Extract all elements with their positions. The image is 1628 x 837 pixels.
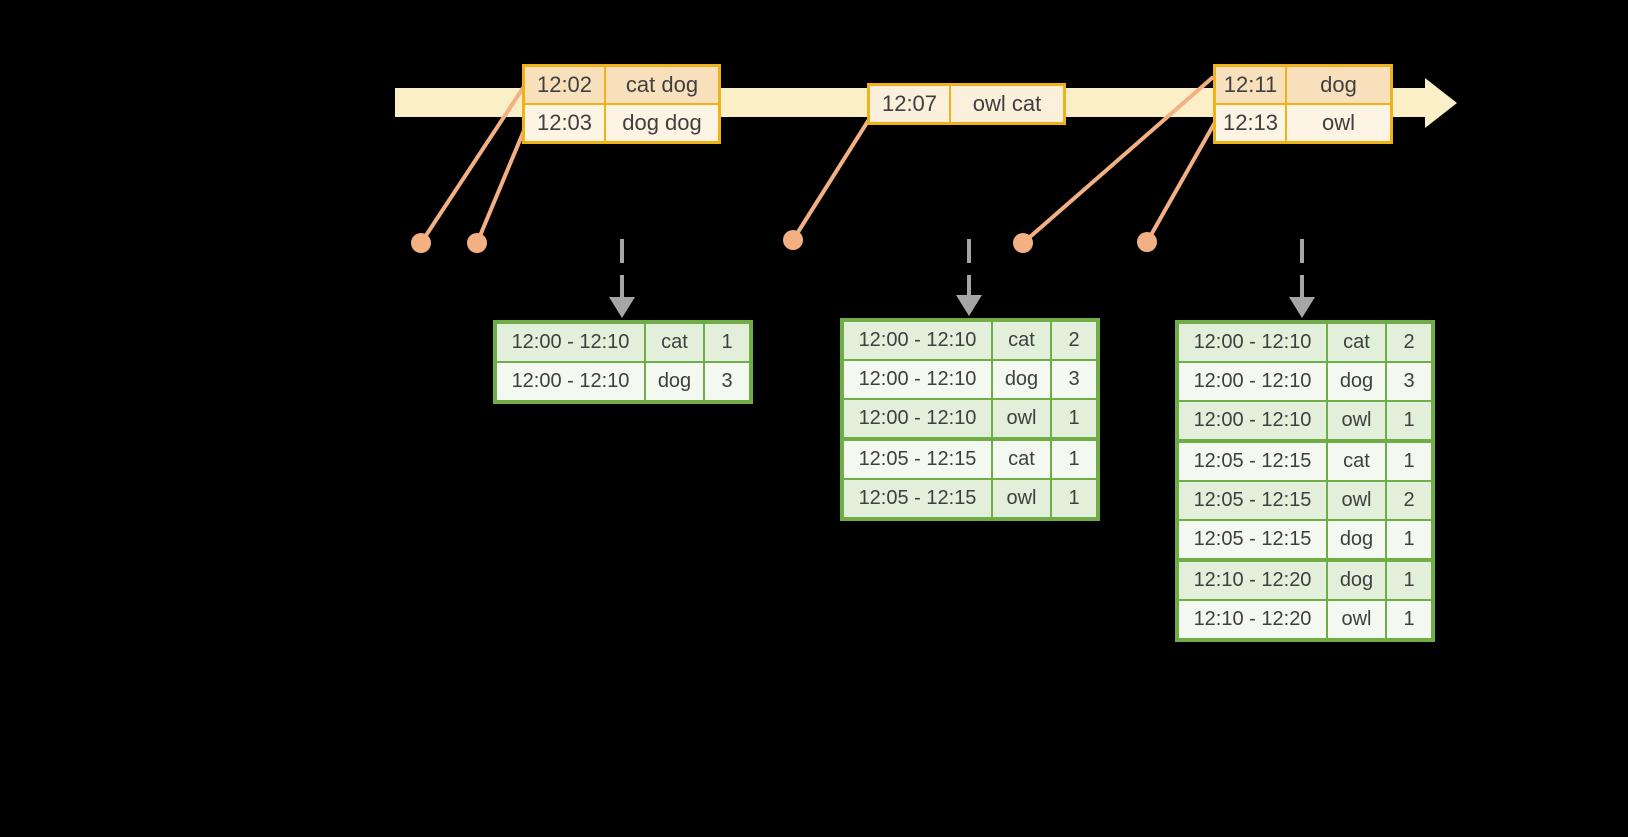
word-cell: owl <box>1326 400 1387 442</box>
count-cell: 1 <box>1385 400 1434 442</box>
event-words: owl cat <box>949 83 1066 125</box>
window-cell: 12:10 - 12:20 <box>1176 558 1328 601</box>
word-cell: dog <box>1326 519 1387 561</box>
event-time: 12:02 <box>522 64 606 105</box>
event-row: 12:02 cat dog <box>522 64 721 105</box>
word-cell: dog <box>1326 558 1387 601</box>
event-words: owl <box>1285 103 1393 144</box>
window-cell: 12:00 - 12:10 <box>1176 361 1328 402</box>
count-cell: 2 <box>1385 321 1434 363</box>
window-cell: 12:00 - 12:10 <box>1176 321 1328 363</box>
window-cell: 12:00 - 12:10 <box>494 321 646 363</box>
result-row: 12:00 - 12:10 owl 1 <box>1176 400 1434 442</box>
timeline-arrowhead <box>1425 78 1457 128</box>
event-time: 12:13 <box>1213 103 1287 144</box>
result-row: 12:00 - 12:10 cat 1 <box>494 321 752 363</box>
count-cell: 2 <box>1385 480 1434 521</box>
word-cell: cat <box>1326 321 1387 363</box>
connector-line <box>1145 122 1216 244</box>
count-cell: 3 <box>1050 359 1099 400</box>
word-cell: dog <box>991 359 1052 400</box>
event-row: 12:07 owl cat <box>867 83 1066 125</box>
event-time: 12:07 <box>867 83 951 125</box>
trigger-arrow <box>956 239 982 316</box>
event-words: dog <box>1285 64 1393 105</box>
trigger-arrowhead <box>956 295 982 316</box>
event-time: 12:11 <box>1213 64 1287 105</box>
event-dot <box>467 233 487 253</box>
result-row: 12:00 - 12:10 cat 2 <box>841 319 1099 361</box>
word-cell: owl <box>991 398 1052 440</box>
window-cell: 12:10 - 12:20 <box>1176 599 1328 641</box>
window-cell: 12:00 - 12:10 <box>494 361 646 403</box>
result-row: 12:00 - 12:10 dog 3 <box>1176 361 1434 402</box>
result-table-3: 12:00 - 12:10 cat 2 12:00 - 12:10 dog 3 … <box>1175 320 1435 642</box>
word-cell: dog <box>644 361 705 403</box>
trigger-arrow <box>1289 239 1315 318</box>
count-cell: 1 <box>1385 439 1434 482</box>
word-cell: owl <box>1326 599 1387 641</box>
connector-line <box>475 126 527 245</box>
result-row: 12:05 - 12:15 owl 1 <box>841 478 1099 520</box>
count-cell: 1 <box>1385 558 1434 601</box>
count-cell: 3 <box>703 361 752 403</box>
result-row: 12:10 - 12:20 owl 1 <box>1176 599 1434 641</box>
result-row: 12:05 - 12:15 owl 2 <box>1176 480 1434 521</box>
event-box-3: 12:11 dog 12:13 owl <box>1213 64 1393 144</box>
event-dot <box>1013 233 1033 253</box>
trigger-arrow <box>609 239 635 318</box>
result-table-2: 12:00 - 12:10 cat 2 12:00 - 12:10 dog 3 … <box>840 318 1100 521</box>
word-cell: cat <box>644 321 705 363</box>
word-cell: owl <box>1326 480 1387 521</box>
trigger-arrowhead <box>609 297 635 318</box>
event-row: 12:13 owl <box>1213 103 1393 144</box>
word-cell: cat <box>991 437 1052 480</box>
window-cell: 12:00 - 12:10 <box>841 319 993 361</box>
result-row: 12:10 - 12:20 dog 1 <box>1176 558 1434 601</box>
result-row: 12:00 - 12:10 owl 1 <box>841 398 1099 440</box>
result-row: 12:05 - 12:15 dog 1 <box>1176 519 1434 561</box>
event-row: 12:11 dog <box>1213 64 1393 105</box>
word-cell: dog <box>1326 361 1387 402</box>
result-row: 12:00 - 12:10 dog 3 <box>494 361 752 403</box>
event-time: 12:03 <box>522 103 606 144</box>
window-cell: 12:00 - 12:10 <box>841 398 993 440</box>
event-dot <box>411 233 431 253</box>
event-box-2: 12:07 owl cat <box>867 83 1066 125</box>
window-cell: 12:05 - 12:15 <box>1176 439 1328 482</box>
event-words: cat dog <box>604 64 721 105</box>
count-cell: 1 <box>1050 478 1099 520</box>
count-cell: 2 <box>1050 319 1099 361</box>
word-cell: cat <box>991 319 1052 361</box>
event-dot <box>1137 232 1157 252</box>
result-row: 12:05 - 12:15 cat 1 <box>1176 439 1434 482</box>
result-row: 12:00 - 12:10 cat 2 <box>1176 321 1434 363</box>
result-row: 12:00 - 12:10 dog 3 <box>841 359 1099 400</box>
event-words: dog dog <box>604 103 721 144</box>
count-cell: 1 <box>1050 398 1099 440</box>
window-cell: 12:05 - 12:15 <box>841 478 993 520</box>
window-cell: 12:00 - 12:10 <box>1176 400 1328 442</box>
word-cell: cat <box>1326 439 1387 482</box>
result-row: 12:05 - 12:15 cat 1 <box>841 437 1099 480</box>
event-box-1: 12:02 cat dog 12:03 dog dog <box>522 64 721 144</box>
window-cell: 12:05 - 12:15 <box>1176 519 1328 561</box>
window-cell: 12:05 - 12:15 <box>1176 480 1328 521</box>
window-cell: 12:05 - 12:15 <box>841 437 993 480</box>
connector-line <box>1021 76 1214 245</box>
window-cell: 12:00 - 12:10 <box>841 359 993 400</box>
event-dot <box>783 230 803 250</box>
count-cell: 1 <box>1385 599 1434 641</box>
count-cell: 1 <box>703 321 752 363</box>
trigger-arrowhead <box>1289 297 1315 318</box>
connector-line <box>791 119 870 242</box>
count-cell: 1 <box>1050 437 1099 480</box>
count-cell: 1 <box>1385 519 1434 561</box>
result-table-1: 12:00 - 12:10 cat 1 12:00 - 12:10 dog 3 <box>493 320 753 404</box>
word-cell: owl <box>991 478 1052 520</box>
event-row: 12:03 dog dog <box>522 103 721 144</box>
count-cell: 3 <box>1385 361 1434 402</box>
connector-line <box>419 86 525 245</box>
